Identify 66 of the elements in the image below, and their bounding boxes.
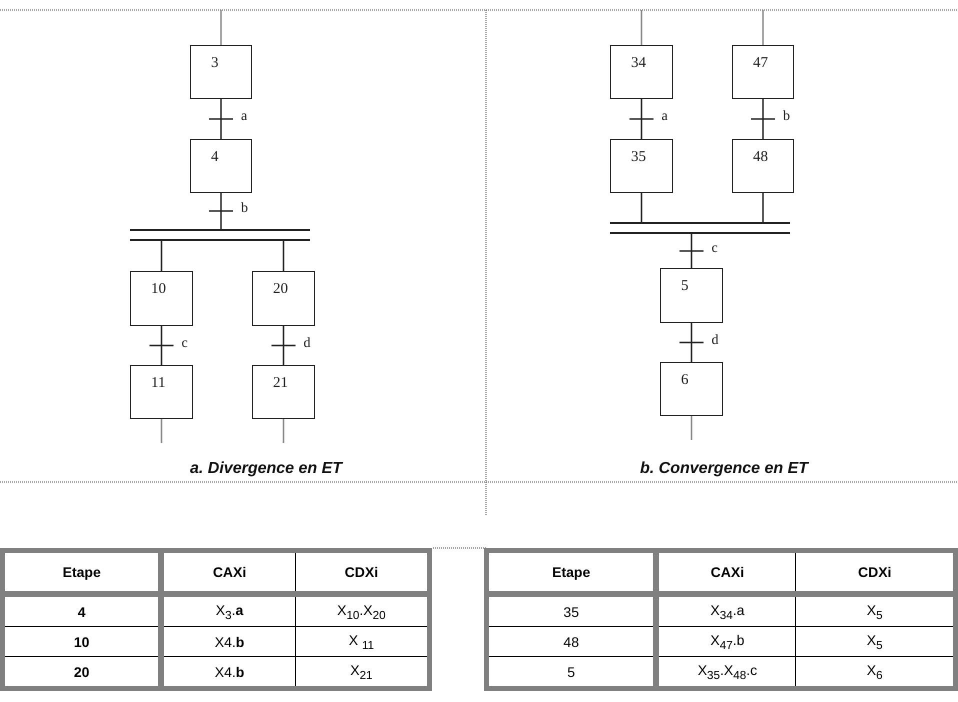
step-number: 35 xyxy=(631,149,646,166)
step-number: 6 xyxy=(681,372,688,389)
transition-condition: a xyxy=(662,109,668,125)
step-box xyxy=(130,271,193,326)
table-entry: 10 xyxy=(2,626,162,656)
column-header: CAXi xyxy=(161,550,296,594)
step-box xyxy=(610,139,673,193)
transition-link xyxy=(678,233,704,269)
transition-link xyxy=(208,98,234,140)
step-number: 34 xyxy=(631,55,646,72)
figure-caption: b. Convergence en ET xyxy=(640,460,808,478)
transition-condition: b xyxy=(241,201,248,217)
column-header: Etape xyxy=(486,550,656,594)
step-box xyxy=(732,45,794,99)
transition-link xyxy=(678,322,704,363)
step-box xyxy=(190,45,252,99)
table-entry: 4 xyxy=(2,594,162,626)
transition-condition: d xyxy=(712,332,718,348)
transition-condition: c xyxy=(712,241,718,257)
column-header: CAXi xyxy=(656,550,796,594)
transition-link xyxy=(208,192,234,230)
step-box xyxy=(190,139,252,193)
link-line xyxy=(160,419,162,443)
step-box xyxy=(610,45,673,99)
transition-link xyxy=(628,98,654,140)
step-box xyxy=(660,268,723,323)
parallel-double-bar xyxy=(130,229,310,241)
step-number: 20 xyxy=(273,281,288,298)
step-number: 10 xyxy=(151,281,166,298)
transition-link xyxy=(148,325,174,366)
table-entry: 48 xyxy=(486,626,656,656)
link-line xyxy=(640,10,642,45)
link-line xyxy=(690,416,692,440)
step-number: 4 xyxy=(211,149,218,166)
step-number: 5 xyxy=(681,278,688,295)
transition-condition: d xyxy=(304,336,310,352)
step-number: 48 xyxy=(753,149,768,166)
link-line xyxy=(762,193,764,222)
transition-link xyxy=(270,325,296,366)
link-line xyxy=(762,10,764,45)
transition-condition: a xyxy=(241,109,248,125)
table-entry: X$_{3}$.a xyxy=(161,594,296,626)
table-entry: 35 xyxy=(486,594,656,626)
link-line xyxy=(640,193,642,222)
step-number: 3 xyxy=(211,55,218,72)
link-line xyxy=(282,241,284,271)
step-box xyxy=(660,362,723,416)
step-box xyxy=(732,139,794,193)
link-line xyxy=(282,419,284,443)
column-header: Etape xyxy=(2,550,162,594)
transition-condition: c xyxy=(182,336,188,352)
parallel-double-bar xyxy=(610,222,790,234)
step-number: 11 xyxy=(151,375,166,392)
transition-condition: b xyxy=(783,109,790,125)
link-line xyxy=(220,10,222,45)
step-box xyxy=(252,365,315,419)
step-number: 47 xyxy=(753,55,768,72)
table-entry: X4.b xyxy=(161,626,296,656)
figure-caption: a. Divergence en ET xyxy=(190,460,342,478)
step-box xyxy=(252,271,315,326)
transition-link xyxy=(750,98,776,140)
table-entry: X$_{34}$.a xyxy=(656,594,796,626)
step-number: 21 xyxy=(273,375,288,392)
link-line xyxy=(160,241,162,271)
step-box xyxy=(130,365,193,419)
table-entry: X$_{47}$.b xyxy=(656,626,796,656)
